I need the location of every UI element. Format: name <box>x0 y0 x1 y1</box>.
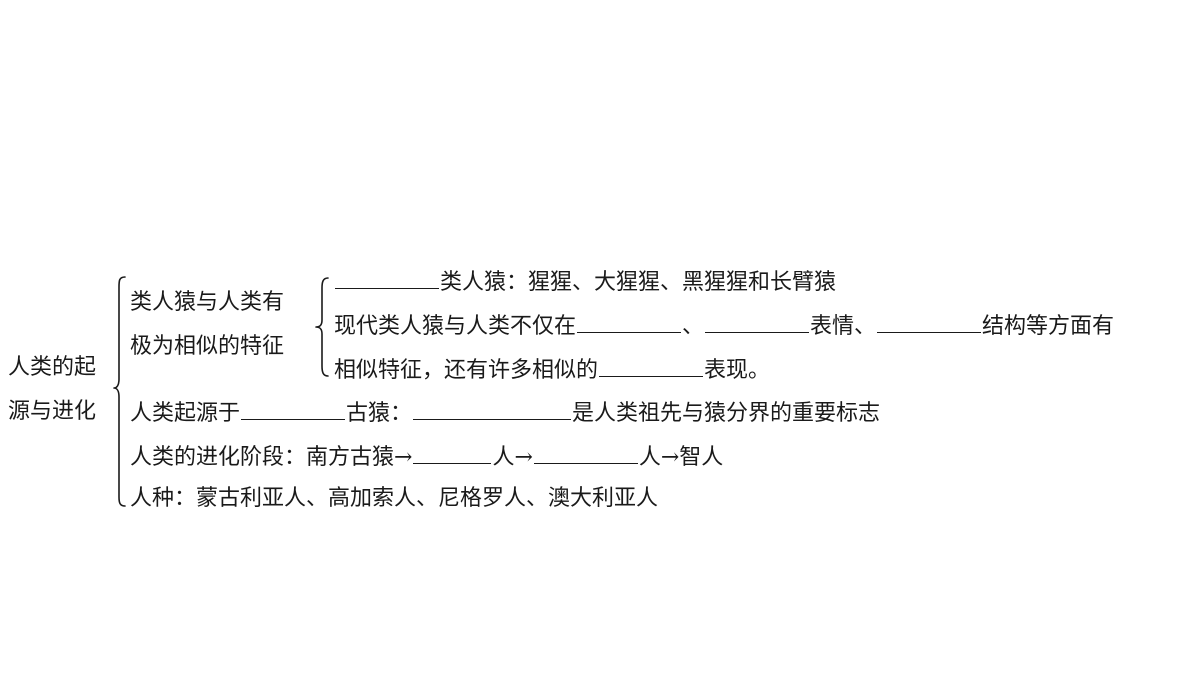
main-brace <box>113 276 126 507</box>
root-label-line2: 源与进化 <box>8 399 97 424</box>
answer-blank[interactable] <box>705 312 810 333</box>
sub-brace <box>315 277 329 377</box>
sub-item-similarity-text-1: 现代类人猿与人类不仅在 <box>334 314 577 339</box>
sub-item-behavior-text-2: 表现。 <box>704 358 771 383</box>
sub-item-apes-text: 类人猿：猩猩、大猩猩、黑猩猩和长臂猿 <box>440 270 837 295</box>
root-label-line1: 人类的起 <box>8 355 97 380</box>
answer-blank[interactable] <box>413 443 492 464</box>
branch-origin-text-1: 人类起源于 <box>130 401 241 426</box>
branch-origin: 人类起源于 古猿： 是人类祖先与猿分界的重要标志 <box>130 399 880 427</box>
answer-blank[interactable] <box>413 399 572 420</box>
sub-item-similarity-text-3: 结构等方面有 <box>982 314 1115 339</box>
answer-blank[interactable] <box>877 312 982 333</box>
answer-blank[interactable] <box>241 399 346 420</box>
answer-blank[interactable] <box>577 312 682 333</box>
answer-blank[interactable] <box>599 356 704 377</box>
sub-item-similarity: 现代类人猿与人类不仅在 、 表情、 结构等方面有 <box>334 312 1114 340</box>
sub-item-similarity-sep: 、 <box>682 314 705 339</box>
branch-evolution-text-1: 人类的进化阶段：南方古猿→ <box>130 445 413 470</box>
branch1-heading-line1: 类人猿与人类有 <box>130 290 285 315</box>
answer-blank[interactable] <box>533 443 638 464</box>
sub-item-apes: 类人猿：猩猩、大猩猩、黑猩猩和长臂猿 <box>334 268 836 296</box>
branch1-heading-line2: 极为相似的特征 <box>130 334 285 359</box>
branch-origin-text-2: 古猿： <box>346 401 413 426</box>
branch-origin-text-3: 是人类祖先与猿分界的重要标志 <box>572 401 881 426</box>
sub-item-similarity-text-2: 表情、 <box>810 314 877 339</box>
answer-blank[interactable] <box>335 268 439 289</box>
branch-evolution-text-3: 人→智人 <box>638 445 724 470</box>
sub-item-behavior-text-1: 相似特征，还有许多相似的 <box>334 358 599 383</box>
branch-races: 人种：蒙古利亚人、高加索人、尼格罗人、澳大利亚人 <box>130 486 659 511</box>
sub-item-behavior: 相似特征，还有许多相似的 表现。 <box>334 356 770 384</box>
branch-evolution-text-2: 人→ <box>492 445 533 470</box>
branch-evolution-stages: 人类的进化阶段：南方古猿→ 人→ 人→智人 <box>130 443 723 471</box>
